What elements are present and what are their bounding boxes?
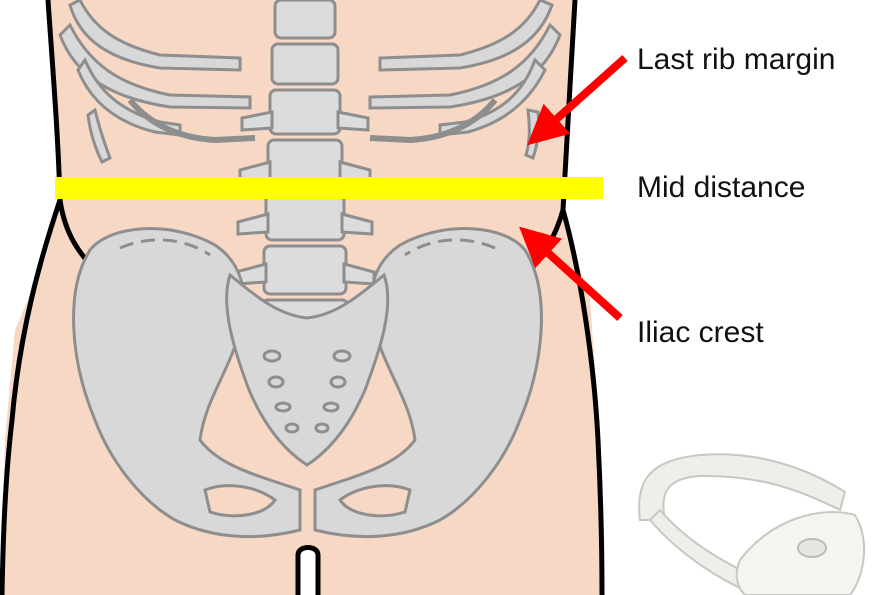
mid-distance-measure-line — [55, 177, 603, 199]
label-last-rib-margin: Last rib margin — [637, 45, 835, 75]
tape-measure-image — [639, 454, 864, 595]
spine — [262, 0, 348, 340]
label-iliac-crest: Iliac crest — [637, 318, 764, 348]
legs-gap-outline — [298, 548, 318, 595]
label-mid-distance: Mid distance — [637, 173, 805, 203]
